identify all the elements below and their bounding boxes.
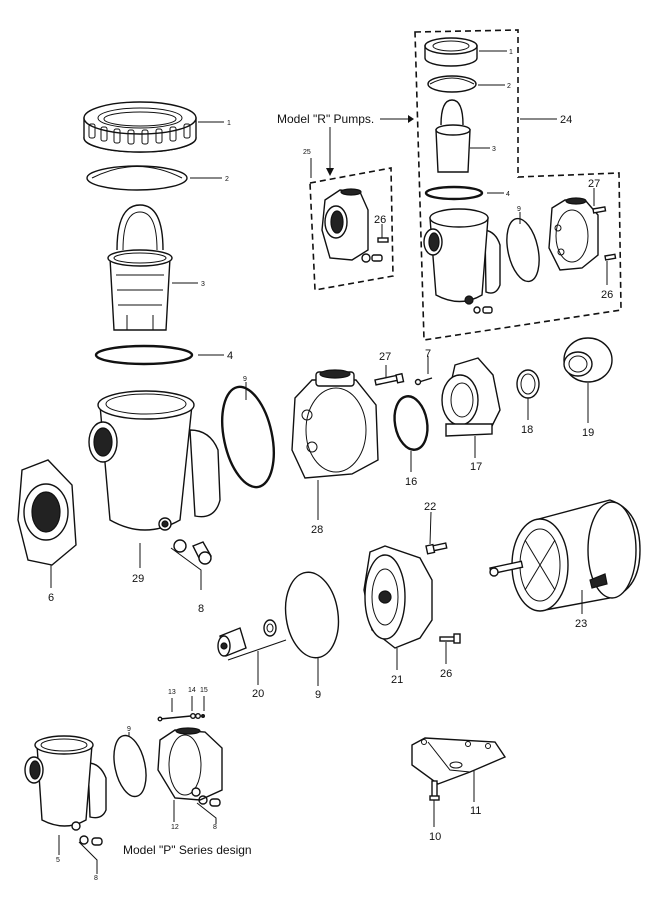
part-26-bolt — [439, 633, 461, 644]
part-28-pump-housing — [291, 369, 379, 479]
label-27b: 27 — [588, 178, 600, 190]
model-p-o-ring-9 — [113, 734, 147, 798]
label-22: 22 — [424, 501, 436, 513]
part-11-motor-base — [411, 737, 507, 785]
model-r-group-24-outline — [414, 29, 622, 341]
model-r-part-4-o-ring — [424, 185, 484, 201]
part-9-housing-o-ring — [221, 385, 275, 489]
part-20-mechanical-seal — [217, 619, 277, 657]
model-r-part-1-lock-ring — [424, 37, 478, 67]
label-16: 16 — [405, 476, 417, 488]
label-r3: 3 — [492, 146, 496, 153]
part-9-seal-plate-o-ring — [284, 571, 340, 659]
leader-8 — [170, 547, 202, 590]
arrow-head-down-icon — [326, 168, 334, 176]
model-r-strainer-pot — [423, 208, 501, 314]
label-14: 14 — [188, 687, 196, 694]
label-r1: 1 — [509, 49, 513, 56]
part-22-bolt — [425, 542, 448, 555]
label-5: 5 — [56, 857, 60, 864]
part-27-bolt — [374, 372, 405, 386]
label-11: 11 — [470, 805, 481, 817]
label-21: 21 — [391, 674, 403, 686]
arrow-head-right-icon — [408, 115, 414, 123]
label-17: 17 — [470, 461, 482, 473]
model-r-caption: Model "R" Pumps. — [277, 112, 374, 126]
model-r-part-9-o-ring — [506, 217, 540, 283]
label-3: 3 — [201, 281, 205, 288]
label-23: 23 — [575, 618, 587, 630]
label-4: 4 — [227, 350, 233, 362]
label-25: 25 — [303, 149, 311, 156]
part-4-lid-o-ring — [94, 344, 194, 366]
label-26c: 26 — [601, 289, 613, 301]
part-17-diffuser — [441, 357, 501, 437]
part-23-motor — [489, 499, 641, 612]
part-1-lock-ring — [83, 101, 197, 153]
model-p-drain-plug-8 — [198, 795, 221, 807]
label-r4: 4 — [506, 191, 510, 198]
part-16-diffuser-o-ring — [393, 395, 429, 451]
label-29: 29 — [132, 573, 144, 585]
label-7: 7 — [425, 348, 431, 360]
label-27a: 27 — [379, 351, 391, 363]
part-18-impeller-ring — [516, 369, 540, 399]
label-r2: 2 — [507, 83, 511, 90]
label-13: 13 — [168, 689, 176, 696]
model-r-part-2-lid — [427, 75, 477, 93]
label-15: 15 — [200, 687, 208, 694]
model-p-caption: Model "P" Series design — [123, 843, 252, 857]
label-28: 28 — [311, 524, 323, 536]
label-9a: 9 — [243, 376, 247, 383]
part-6-flange — [17, 459, 77, 566]
label-18: 18 — [521, 424, 533, 436]
label-24: 24 — [560, 114, 572, 126]
label-26a: 26 — [440, 668, 452, 680]
label-8c: 8 — [94, 875, 98, 882]
part-10-base-bolt — [429, 780, 440, 801]
label-r9: 9 — [517, 206, 521, 213]
model-p-strainer-pot — [24, 735, 107, 831]
part-19-impeller — [563, 337, 613, 383]
label-12: 12 — [171, 824, 179, 831]
part-29-strainer-pot — [88, 390, 221, 531]
part-7-screw — [414, 377, 433, 386]
label-10: 10 — [429, 831, 441, 843]
part-21-seal-plate — [363, 545, 433, 649]
label-2: 2 — [225, 176, 229, 183]
part-2-lid — [86, 165, 188, 191]
label-9b: 9 — [315, 689, 321, 701]
part-25-housing — [321, 188, 389, 263]
label-6: 6 — [48, 592, 54, 604]
model-p-housing-12 — [157, 727, 223, 801]
label-9c: 9 — [127, 726, 131, 733]
model-p-drain-plug — [79, 835, 103, 846]
part-8-drain-plug — [173, 539, 212, 565]
model-p-bolt-13-washers — [157, 713, 206, 722]
label-8b: 8 — [213, 824, 217, 831]
model-r-part-3-basket — [435, 99, 471, 173]
label-20: 20 — [252, 688, 264, 700]
label-1: 1 — [227, 120, 231, 127]
leader-20 — [227, 639, 287, 685]
model-r-pump-housing — [548, 197, 617, 271]
model-r-group-25-outline — [309, 167, 394, 291]
leader-8b — [196, 802, 217, 824]
label-19: 19 — [582, 427, 594, 439]
label-26b: 26 — [374, 214, 386, 226]
part-3-strainer-basket — [107, 204, 173, 331]
label-8a: 8 — [198, 603, 204, 615]
leader-22 — [429, 511, 432, 545]
leader-8c — [78, 841, 98, 874]
